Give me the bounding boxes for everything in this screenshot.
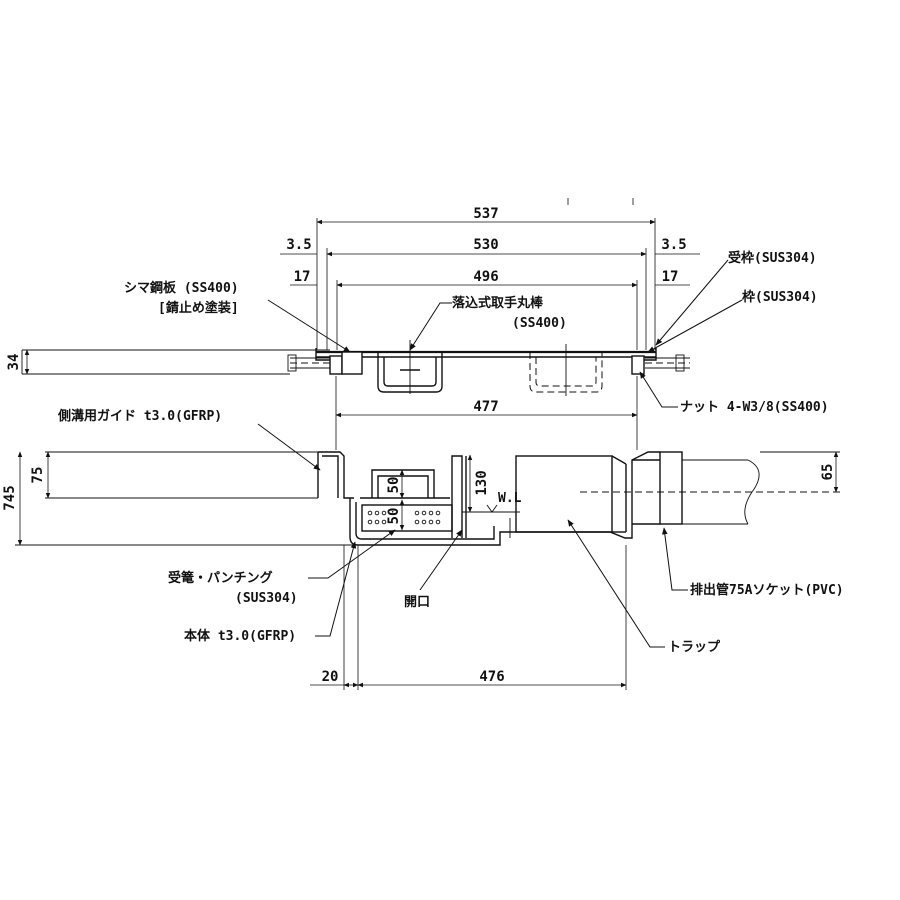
label-nut: ナット 4-W3/8(SS400) — [680, 400, 829, 415]
label-side-guide: 側溝用ガイド t3.0(GFRP) — [57, 408, 222, 424]
label-shima-plate: シマ鋼板 (SS400) — [124, 280, 239, 296]
dimension-texts: 537 530 3.5 3.5 17 17 496 477 34 75 745 … — [2, 206, 836, 685]
label-trap: トラップ — [668, 640, 721, 655]
dim-17-right-text: 17 — [662, 269, 679, 285]
bottom-dimensions — [310, 545, 627, 690]
dim-17-left-text: 17 — [294, 269, 311, 285]
label-texts: シマ鋼板 (SS400) [錆止め塗装] 落込式取手丸棒 (SS400) 受枠(… — [57, 250, 844, 655]
dim-50-bottom-text: 50 — [386, 508, 402, 525]
dim-50-top-text: 50 — [386, 477, 402, 494]
dim-530-text: 530 — [473, 237, 498, 253]
leader-lines — [257, 259, 743, 648]
label-basket: 受篭・パンチング — [168, 570, 273, 586]
dim-477-text: 477 — [473, 399, 498, 415]
top-dimensions — [280, 198, 700, 350]
dim-477 — [335, 376, 638, 450]
dim-75-text: 75 — [30, 467, 46, 484]
dim-537-text: 537 — [473, 206, 498, 222]
label-drop-handle-mat: (SS400) — [512, 316, 567, 331]
label-frame-sus: 枠(SUS304) — [742, 289, 818, 305]
label-basket-mat: (SUS304) — [235, 591, 298, 606]
dim-130-text: 130 — [474, 470, 490, 495]
cover-plate-section — [21, 340, 690, 396]
dim-3-5-left-text: 3.5 — [286, 237, 311, 253]
dim-34-text: 34 — [6, 354, 22, 371]
label-outlet: 排出管75Aソケット(PVC) — [690, 582, 844, 598]
dim-20-text: 20 — [322, 669, 339, 685]
label-angle-sus: 受枠(SUS304) — [728, 250, 817, 266]
label-rust-paint: [錆止め塗装] — [158, 300, 239, 316]
label-opening: 開口 — [404, 595, 430, 610]
dim-476-text: 476 — [479, 669, 504, 685]
dim-496-text: 496 — [473, 269, 498, 285]
water-level-text: W.L — [498, 491, 522, 506]
label-body: 本体 t3.0(GFRP) — [184, 628, 296, 644]
dim-3-5-right-text: 3.5 — [661, 237, 686, 253]
dim-65-text: 65 — [820, 464, 836, 481]
dim-745-text: 745 — [2, 485, 18, 510]
label-drop-handle: 落込式取手丸棒 — [452, 295, 544, 311]
body-section — [15, 451, 840, 546]
